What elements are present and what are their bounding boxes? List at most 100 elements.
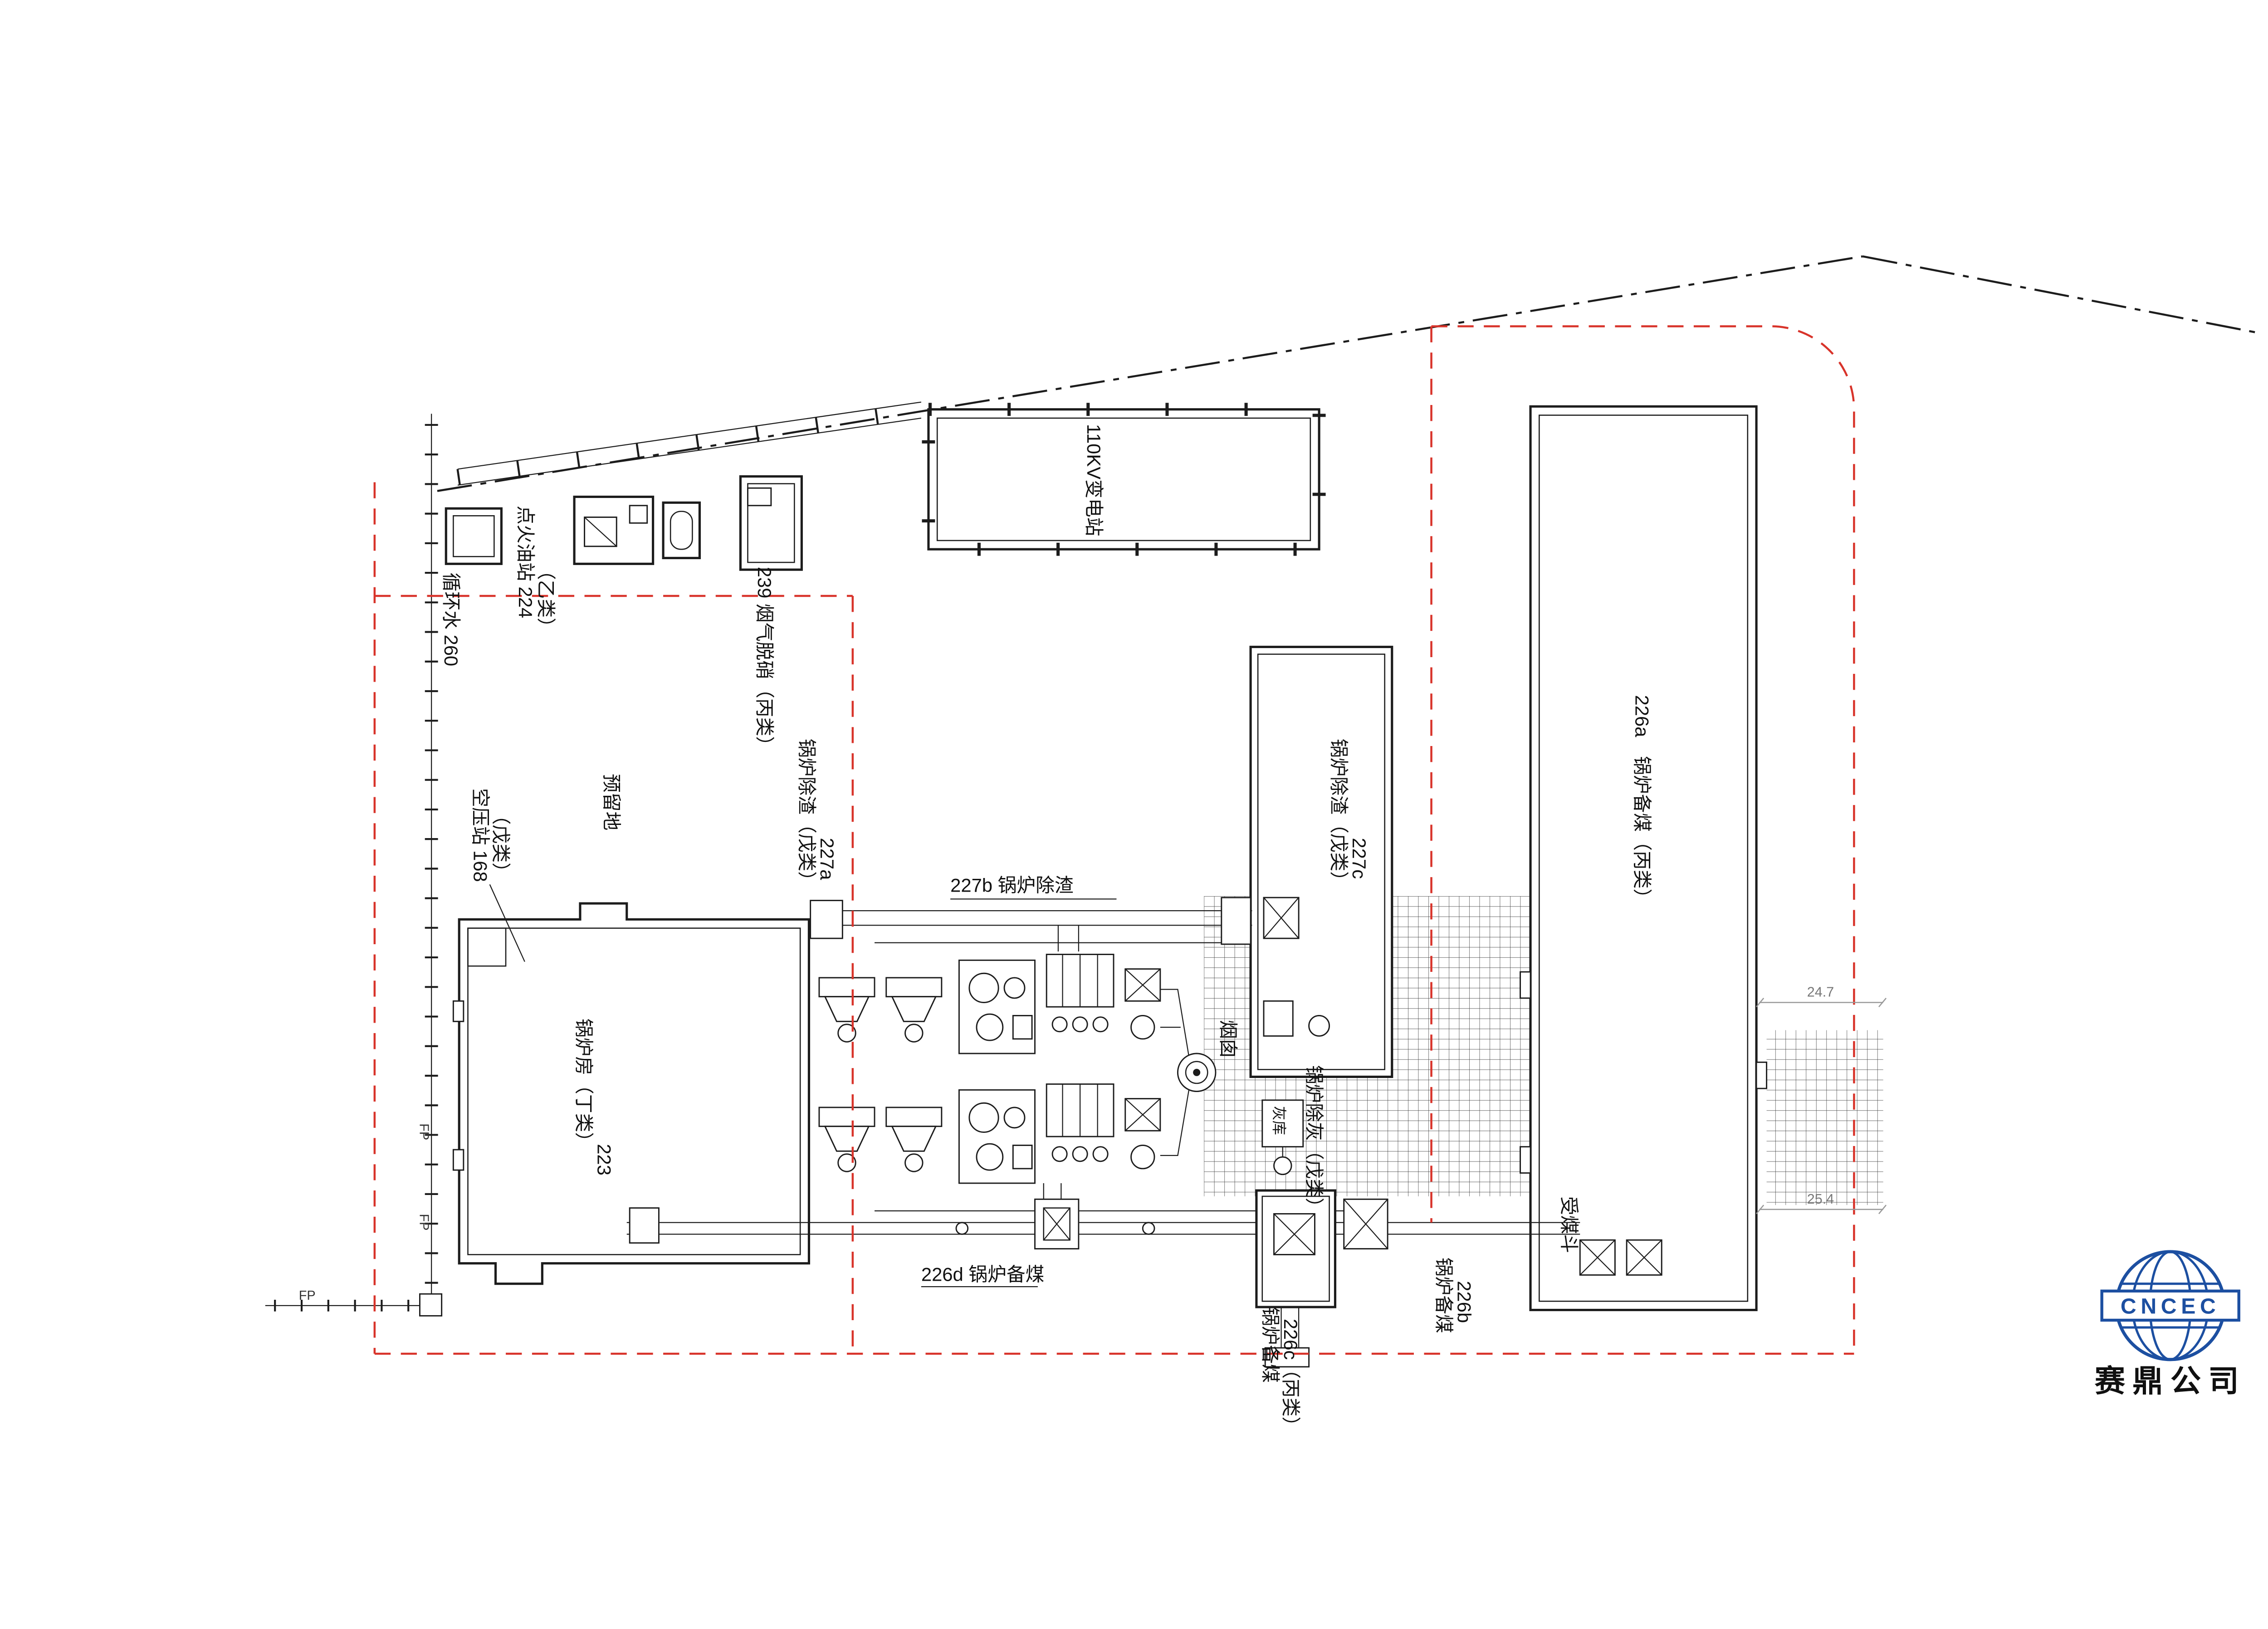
boiler-unit-2 bbox=[818, 1083, 1161, 1184]
cncec-acronym: CNCEC bbox=[2121, 1294, 2220, 1319]
label-fp-3: FP bbox=[299, 1288, 316, 1303]
dimension-24-7: 24.7 bbox=[1756, 985, 1887, 1007]
oil-tank bbox=[662, 501, 701, 560]
boiler-unit-1 bbox=[818, 954, 1161, 1054]
ash-silo-pump bbox=[1273, 1156, 1292, 1175]
ignition-oil-annex bbox=[629, 505, 648, 524]
transfer-tower-2 bbox=[1343, 1198, 1388, 1250]
red-boundary-east bbox=[1431, 325, 1855, 1354]
label-circulating-water: 循环水 260 bbox=[440, 573, 462, 667]
label-coal-226c-name: 锅炉备煤 bbox=[1260, 1307, 1281, 1383]
label-slag-227c-code: 227c bbox=[1349, 838, 1370, 879]
label-slag-227a-code: 227a bbox=[816, 838, 838, 880]
rack-edge-bottom bbox=[457, 417, 922, 486]
boiler-house-door-1 bbox=[452, 1000, 464, 1022]
building-substation-110kv bbox=[922, 403, 1326, 556]
conveyor-head-box bbox=[629, 1207, 660, 1244]
coal-226c-inner bbox=[1261, 1195, 1330, 1302]
coal-prep-226a-outline bbox=[1529, 405, 1758, 1312]
cncec-logo: CNCEC 赛鼎公司 bbox=[2095, 1250, 2246, 1398]
dimension-25-4: 25.4 bbox=[1756, 1191, 1887, 1214]
rack-edge-top bbox=[457, 401, 922, 470]
label-coal-226b-code: 226b bbox=[1453, 1281, 1475, 1323]
chimney-mid bbox=[1185, 1061, 1208, 1084]
substation-outline bbox=[927, 408, 1320, 551]
plant-boundary-red bbox=[373, 325, 1855, 1355]
label-substation-110kv: 110KV变电站 bbox=[1083, 424, 1105, 536]
site-boundary bbox=[437, 255, 2263, 492]
conveyor-227b-tail-box bbox=[1221, 897, 1251, 945]
perimeter-fence bbox=[265, 414, 443, 1317]
cncec-banner bbox=[2100, 1289, 2240, 1322]
slag-equipment-box bbox=[1263, 1000, 1294, 1037]
label-slag-227a-name: 锅炉除渣（戊类） bbox=[796, 739, 817, 890]
label-chimney: 烟囱 bbox=[1217, 1020, 1239, 1058]
substation-inner-wall bbox=[936, 417, 1311, 541]
coal-conveyor-system bbox=[626, 1198, 1580, 1250]
building-ignition-oil-224 bbox=[573, 495, 655, 565]
chimney-core bbox=[1193, 1068, 1201, 1076]
pipe-rack-diagonal bbox=[456, 401, 923, 486]
label-ash-silo: 灰库 bbox=[1271, 1106, 1287, 1135]
label-slag-conveyor-227b: 227b 锅炉除渣 bbox=[950, 874, 1074, 896]
label-coal-226b-name: 锅炉备煤 bbox=[1433, 1258, 1454, 1333]
slag-equipment-circle bbox=[1308, 1014, 1330, 1037]
coal-hopper-2-x2 bbox=[1626, 1239, 1662, 1276]
ash-silo bbox=[1261, 1099, 1304, 1175]
flue-duct-1 bbox=[1160, 989, 1190, 1060]
label-coal-conveyor-226d: 226d 锅炉备煤 bbox=[921, 1263, 1045, 1285]
coal-hopper-1-x2 bbox=[1579, 1239, 1616, 1276]
boiler-units bbox=[818, 925, 1190, 1200]
denitration-room bbox=[747, 487, 772, 507]
ash-silo-box bbox=[1261, 1099, 1304, 1148]
ignition-oil-x1 bbox=[584, 517, 617, 547]
label-coal-226c-code: 226c（丙类） bbox=[1280, 1319, 1301, 1436]
dim-tick-lower-2 bbox=[1878, 1205, 1887, 1214]
label-flue-gas-denitration: 239 烟气脱硝（丙类） bbox=[754, 567, 775, 755]
slag-conveyor-227b bbox=[810, 897, 1252, 945]
coal-yard-area-east bbox=[1766, 1030, 1883, 1205]
chimney bbox=[1177, 1053, 1217, 1092]
building-denitration-239 bbox=[739, 475, 803, 571]
denitration-inner bbox=[747, 483, 795, 563]
coal-prep-226a-tab-east bbox=[1755, 1061, 1768, 1089]
fence-corner-post bbox=[419, 1293, 443, 1317]
label-boiler-house-name: 锅炉房（丁类） bbox=[573, 1019, 594, 1151]
boundary-line-northeast bbox=[1862, 255, 2263, 335]
label-reserved-land: 预留地 bbox=[601, 774, 622, 830]
coal-prep-226a-tab-west-2 bbox=[1520, 1146, 1531, 1174]
conveyor-roller-1 bbox=[955, 1222, 969, 1235]
circ-water-outline bbox=[445, 507, 503, 565]
transfer-tower-1 bbox=[1034, 1198, 1080, 1250]
cncec-company-name: 赛鼎公司 bbox=[2095, 1364, 2246, 1398]
label-air-compressor-class: （戊类） bbox=[490, 806, 511, 882]
label-ash-removal: 锅炉除灰（戊类） bbox=[1303, 1065, 1325, 1217]
rack-dividers bbox=[456, 402, 923, 485]
building-slag-227c bbox=[1249, 645, 1393, 1078]
dim-tick-upper-2 bbox=[1878, 998, 1887, 1007]
label-slag-227c-name: 锅炉除渣（戊类） bbox=[1328, 739, 1349, 890]
air-compressor-leader bbox=[489, 884, 525, 962]
boiler-house-inner-wall bbox=[467, 927, 801, 1255]
flue-duct-3 bbox=[1160, 1087, 1190, 1156]
boiler-house-door-2 bbox=[452, 1149, 464, 1171]
coal-226c-tail-box bbox=[1264, 1347, 1310, 1368]
boundary-line-northwest bbox=[437, 255, 1863, 492]
label-fp-2: FP bbox=[416, 1214, 431, 1230]
boiler-house-outline bbox=[458, 902, 810, 1285]
dim-label-25-4: 25.4 bbox=[1807, 1191, 1834, 1207]
building-coal-226c bbox=[1255, 1189, 1337, 1368]
label-coal-receiving-hopper: 受煤斗 bbox=[1559, 1196, 1580, 1253]
label-ignition-oil-class: （乙类） bbox=[535, 561, 557, 637]
coal-prep-226a-inner-wall bbox=[1539, 415, 1749, 1302]
building-coal-prep-226a bbox=[1520, 405, 1768, 1312]
conveyor-227b-head-box bbox=[810, 900, 843, 939]
conveyor-roller-2 bbox=[1142, 1222, 1155, 1235]
circ-water-inner bbox=[453, 515, 495, 557]
label-air-compressor-station: 空压站 168 bbox=[469, 788, 491, 882]
labels: 110KV变电站 点火油站 224 （乙类） 循环水 260 239 烟气脱硝（… bbox=[299, 424, 1653, 1436]
boiler-house-corner-room bbox=[467, 927, 507, 967]
building-circulating-water-260 bbox=[445, 507, 503, 565]
